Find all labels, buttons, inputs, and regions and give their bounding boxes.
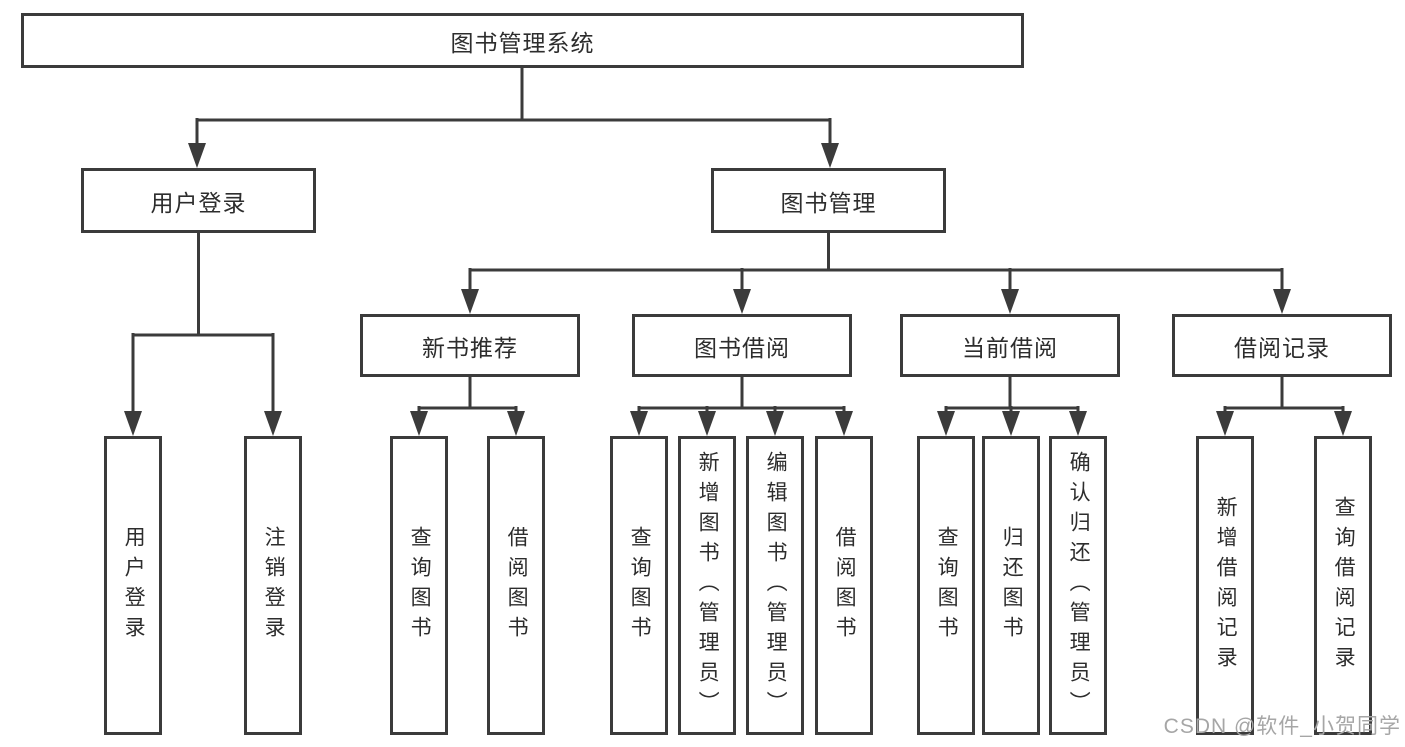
leaf-edit-books-admin: 编辑图书（管理员） [746,436,804,735]
leaf-return-books: 归还图书 [982,436,1040,735]
leaf-query-books-current: 查询图书 [917,436,975,735]
node-root: 图书管理系统 [21,13,1024,68]
leaf-borrow-books: 借阅图书 [815,436,873,735]
node-book-management-group: 图书管理 [711,168,946,233]
leaf-logout: 注销登录 [244,436,302,735]
watermark: CSDN @软件_小贺同学 [1163,715,1401,738]
leaf-query-borrow-record: 查询借阅记录 [1314,436,1372,735]
leaf-query-books-recommend: 查询图书 [390,436,448,735]
leaf-add-borrow-record: 新增借阅记录 [1196,436,1254,735]
node-user-login-group: 用户登录 [81,168,316,233]
connector-user-login [131,233,275,414]
leaf-query-books-borrowing: 查询图书 [610,436,668,735]
arrowheads [124,143,1352,436]
connector-new-book-recommend [417,377,518,414]
node-borrowing-records: 借阅记录 [1172,314,1392,377]
connector-borrowing-records [1223,377,1345,414]
connector-root [195,68,832,146]
connector-book-borrowing [637,377,846,414]
node-book-borrowing: 图书借阅 [632,314,852,377]
leaf-add-books-admin: 新增图书（管理员） [678,436,736,735]
connector-current-borrowing [944,377,1080,414]
node-current-borrowing: 当前借阅 [900,314,1120,377]
leaf-borrow-books-recommend: 借阅图书 [487,436,545,735]
leaf-user-login: 用户登录 [104,436,162,735]
connector-book-management [468,233,1284,292]
leaf-confirm-return-admin: 确认归还（管理员） [1049,436,1107,735]
node-new-book-recommend: 新书推荐 [360,314,580,377]
